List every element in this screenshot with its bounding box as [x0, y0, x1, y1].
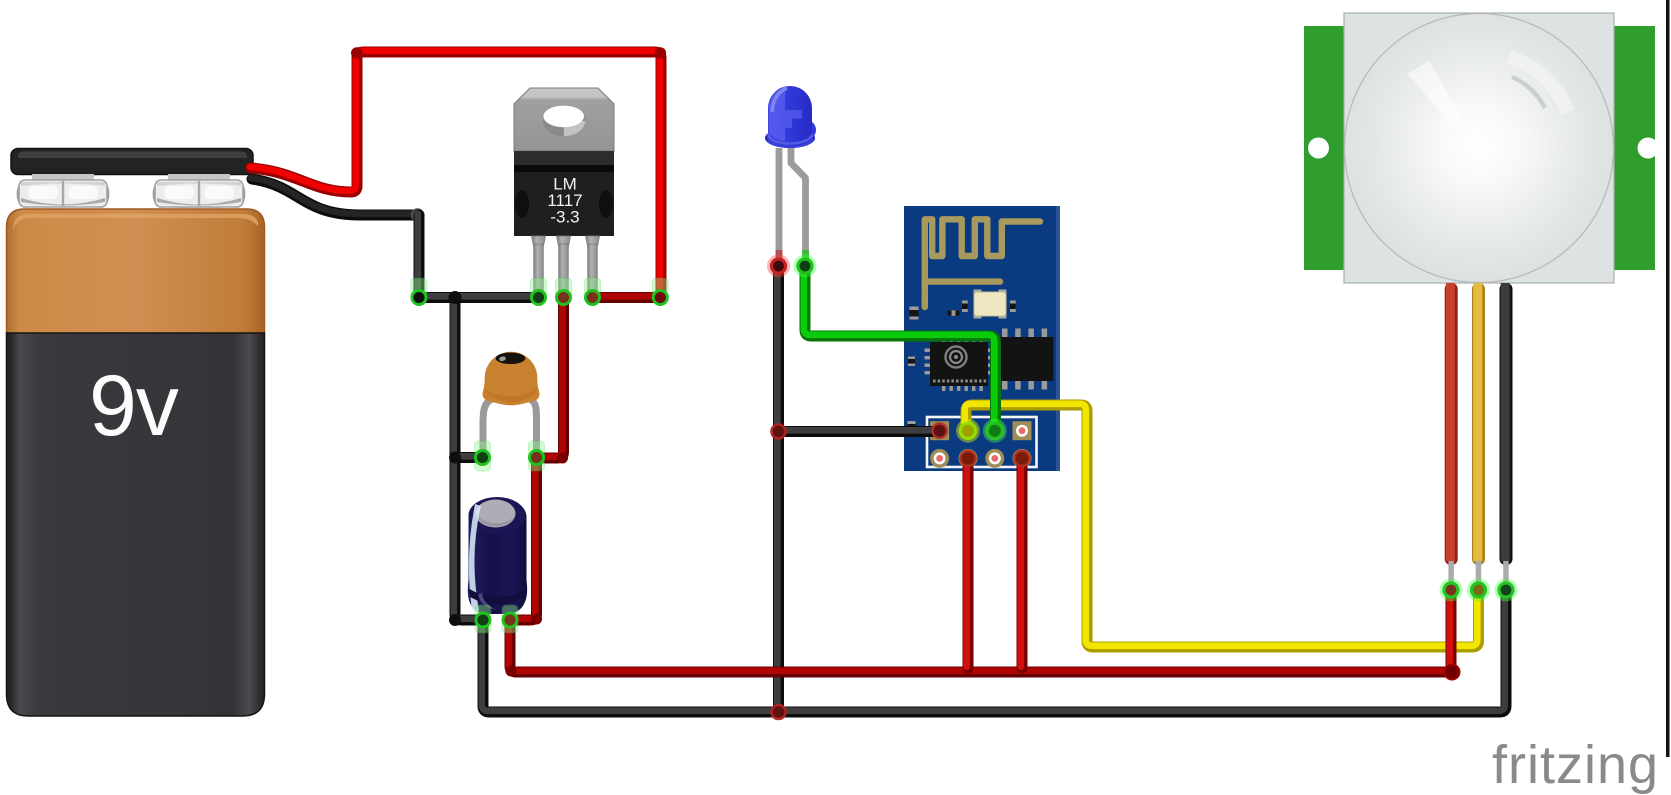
svg-text:fritzing: fritzing [1492, 735, 1659, 795]
svg-text:1117: 1117 [547, 191, 582, 210]
svg-text:-3.3: -3.3 [550, 208, 579, 227]
svg-text:9v: 9v [89, 358, 179, 454]
svg-text:LM: LM [553, 175, 577, 194]
